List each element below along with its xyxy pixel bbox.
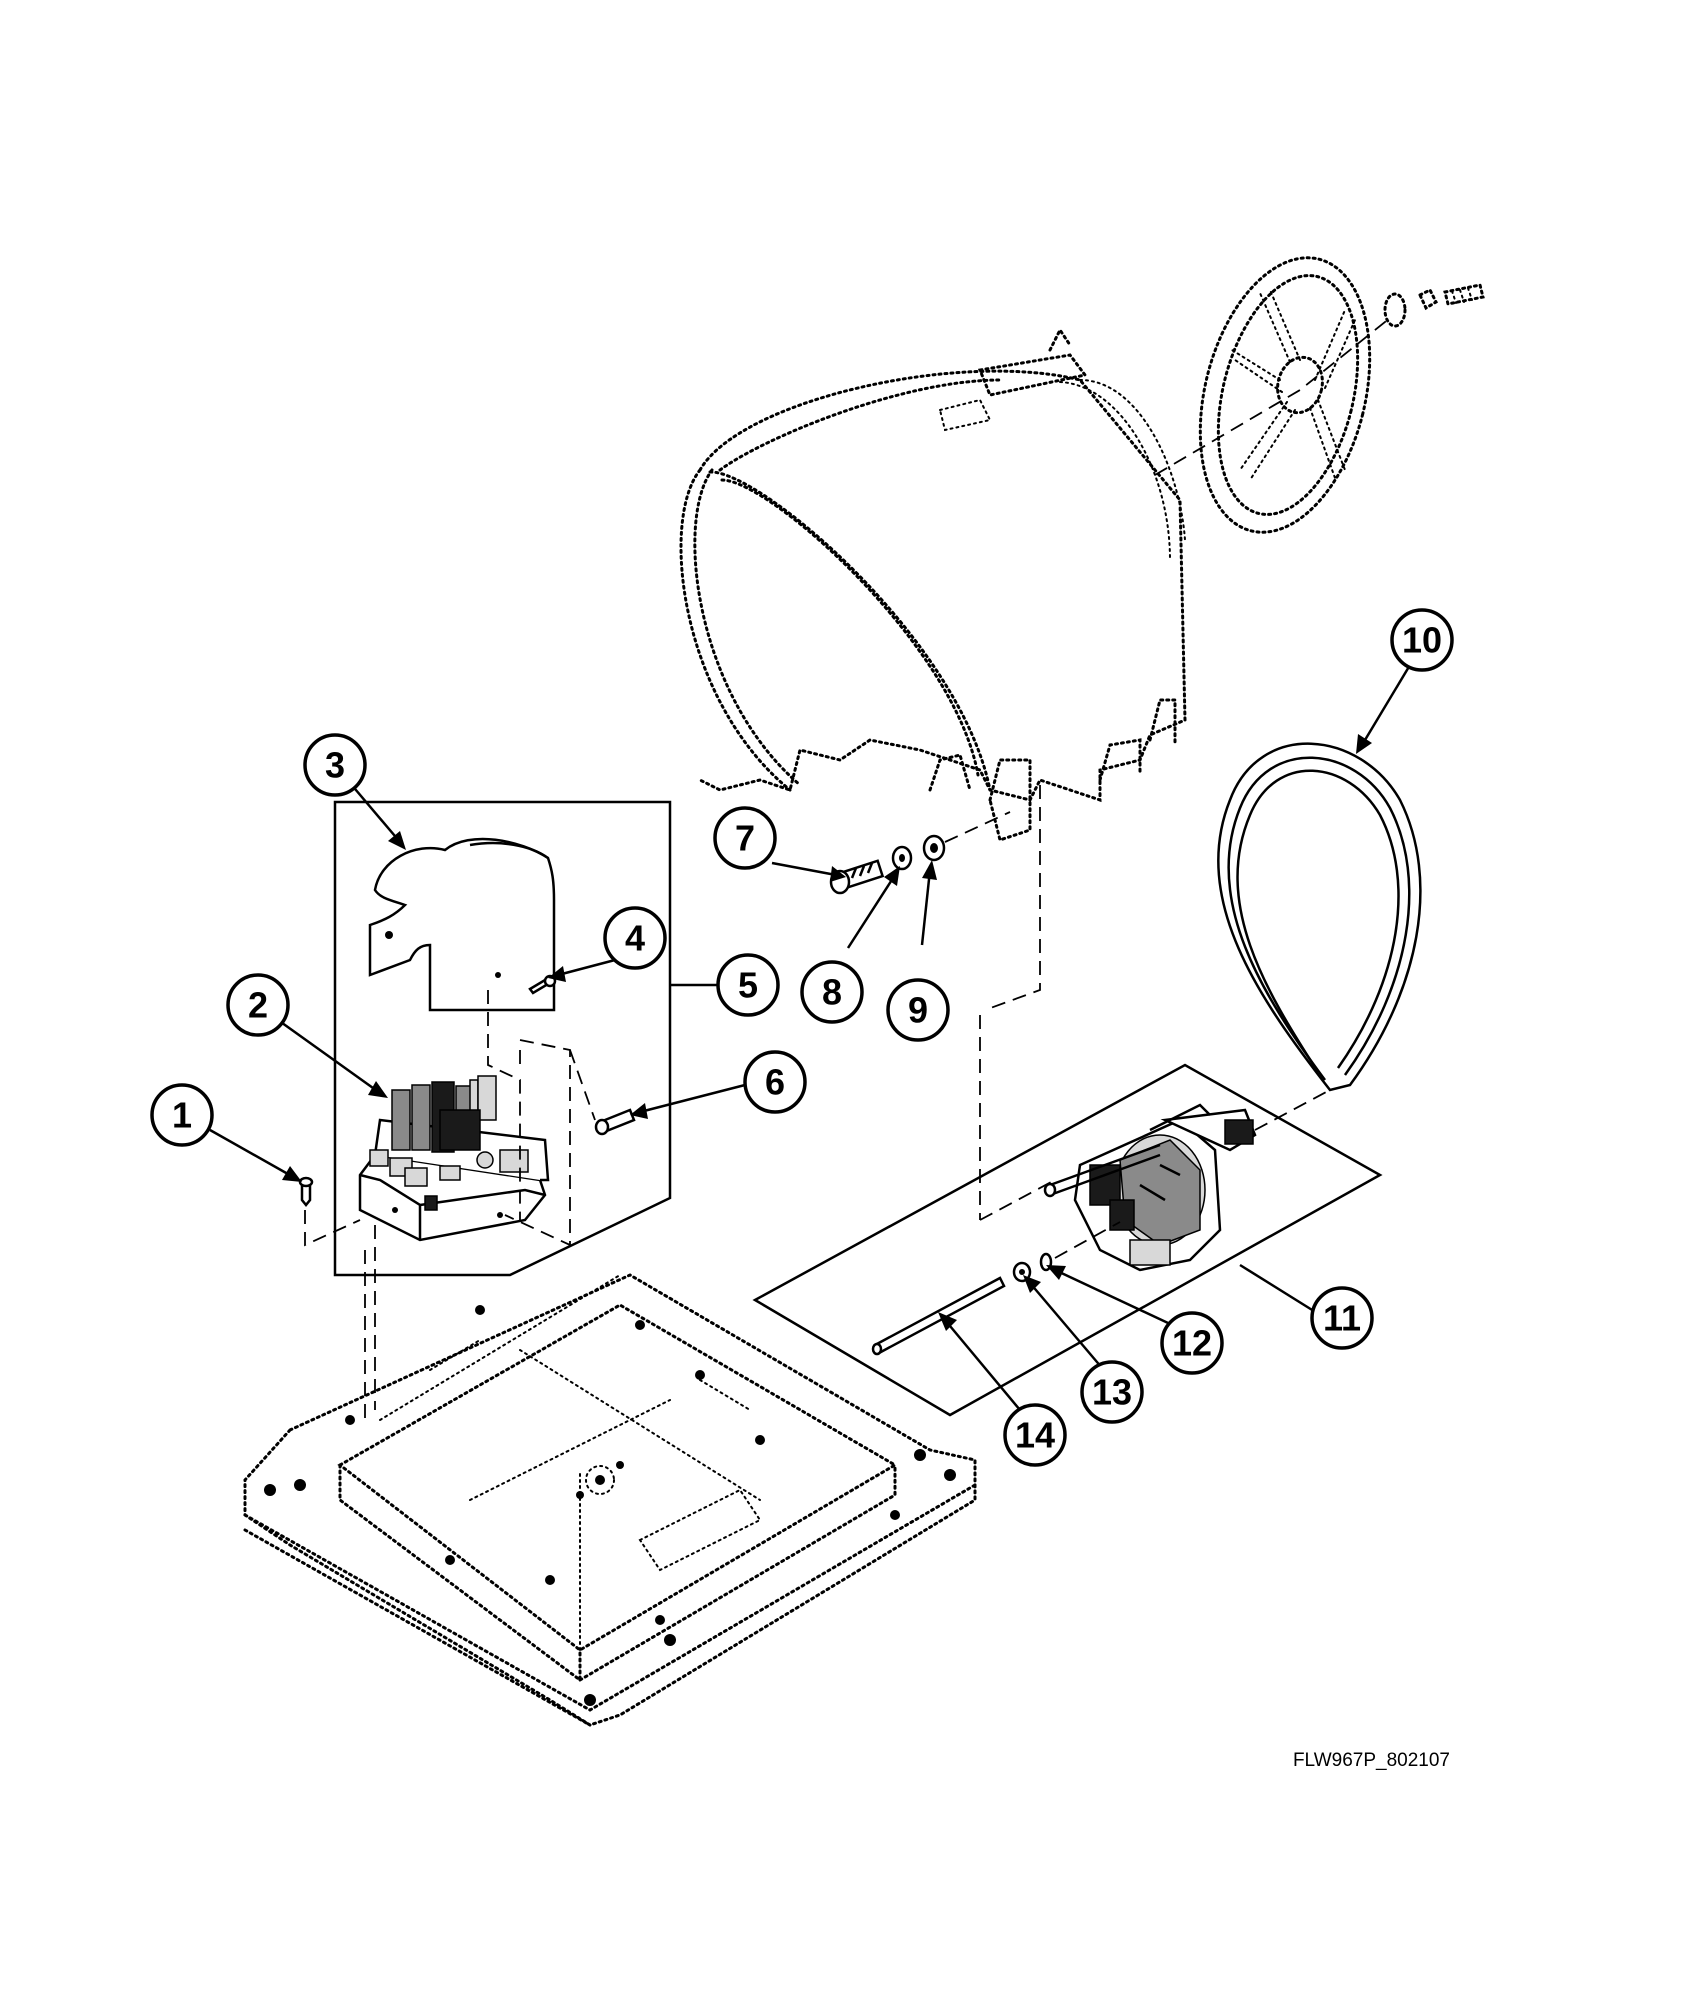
svg-text:1: 1 bbox=[172, 1095, 192, 1136]
svg-text:6: 6 bbox=[765, 1062, 785, 1103]
svg-text:10: 10 bbox=[1402, 620, 1442, 661]
callout-4: 4 bbox=[603, 906, 667, 970]
drum-outline bbox=[679, 327, 1187, 842]
callout-10: 10 bbox=[1390, 608, 1454, 672]
leader-lines bbox=[209, 664, 1412, 1411]
callout-6: 6 bbox=[743, 1050, 807, 1114]
motor-shaft bbox=[871, 1276, 1006, 1356]
cabinet-base bbox=[243, 1273, 977, 1727]
svg-text:4: 4 bbox=[625, 918, 645, 959]
callout-3: 3 bbox=[303, 733, 367, 797]
callout-5: 5 bbox=[716, 953, 780, 1017]
svg-text:12: 12 bbox=[1172, 1323, 1212, 1364]
callout-2: 2 bbox=[226, 973, 290, 1037]
motor-box bbox=[752, 1063, 1383, 1417]
svg-text:2: 2 bbox=[248, 985, 268, 1026]
svg-text:8: 8 bbox=[822, 972, 842, 1013]
board-to-base-lines bbox=[364, 1225, 376, 1420]
svg-text:11: 11 bbox=[1323, 1298, 1361, 1339]
callout-7: 7 bbox=[713, 806, 777, 870]
svg-text:7: 7 bbox=[735, 818, 755, 859]
callout-13: 13 bbox=[1080, 1360, 1144, 1424]
callout-9: 9 bbox=[886, 978, 950, 1042]
callout-8: 8 bbox=[800, 960, 864, 1024]
screw-item-6 bbox=[594, 1108, 636, 1136]
svg-text:5: 5 bbox=[738, 965, 758, 1006]
control-board-cover bbox=[368, 837, 556, 1012]
svg-text:9: 9 bbox=[908, 990, 928, 1031]
svg-text:13: 13 bbox=[1092, 1372, 1132, 1413]
figure-id: FLW967P_802107 bbox=[1292, 1750, 1450, 1771]
callout-12: 12 bbox=[1160, 1311, 1224, 1375]
callout-1: 1 bbox=[150, 1083, 214, 1147]
control-board-box bbox=[333, 800, 672, 1277]
svg-text:3: 3 bbox=[325, 745, 345, 786]
control-board bbox=[358, 1075, 550, 1242]
screw-item-1 bbox=[298, 1176, 314, 1208]
callout-14: 14 bbox=[1003, 1403, 1067, 1467]
box-assembly-lines bbox=[304, 990, 596, 1247]
callout-11: 11 bbox=[1310, 1286, 1374, 1350]
screw-item-4 bbox=[528, 974, 557, 995]
svg-text:14: 14 bbox=[1015, 1415, 1055, 1456]
motor-washers bbox=[1012, 1252, 1053, 1283]
drive-belt bbox=[1217, 742, 1422, 1092]
motor-alignment-lines bbox=[979, 785, 1331, 1259]
drum-bolt-assembly bbox=[829, 811, 1011, 895]
drum-pulley bbox=[1198, 256, 1485, 534]
drive-motor bbox=[1043, 1103, 1257, 1272]
drum-axis-line bbox=[1154, 317, 1391, 476]
